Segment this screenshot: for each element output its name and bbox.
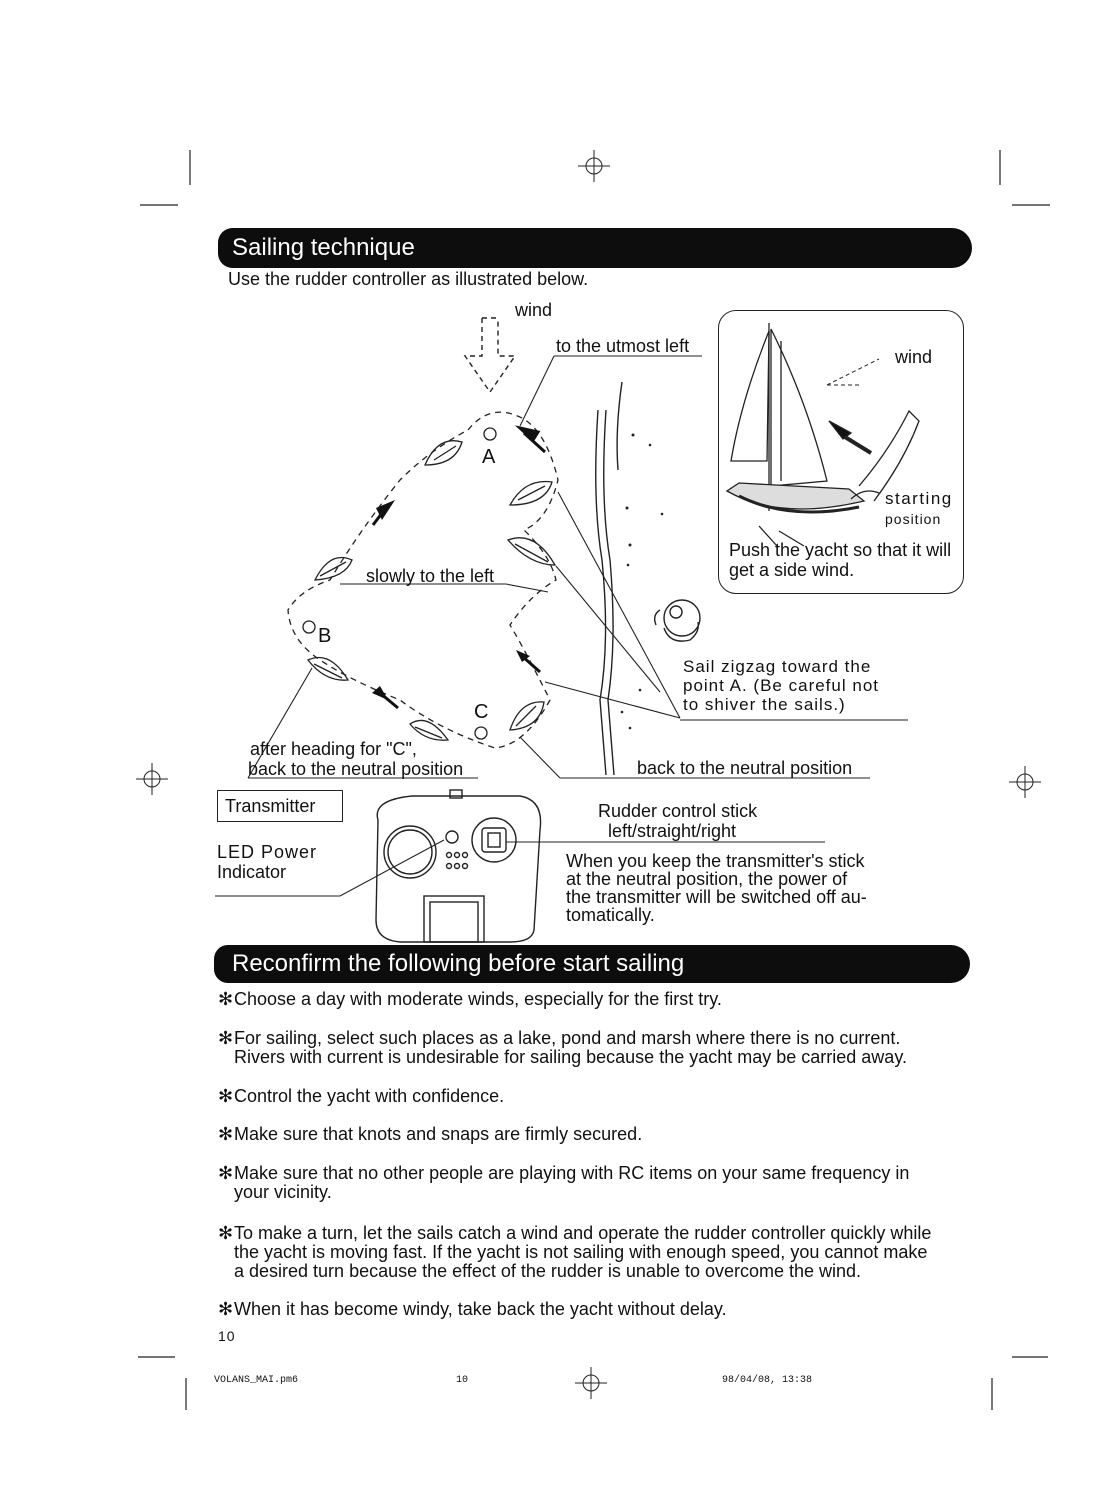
after-heading-label: after heading for "C", [250, 739, 417, 759]
inset-wind-arrow-icon [826, 358, 880, 386]
back-neutral-right-label: back to the neutral position [637, 758, 853, 778]
footer-date: 98/04/08, 13:38 [722, 1375, 813, 1386]
inset-wind-label: wind [895, 347, 933, 367]
point-b-marker [302, 620, 316, 634]
leader-lines [247, 355, 908, 779]
checklist-item: ✻When it has become windy, take back the… [218, 1299, 727, 1319]
course-arrows [371, 425, 547, 710]
yacht-push-illustration [725, 323, 920, 547]
transmitter-title-box: Transmitter [217, 790, 343, 822]
zigzag-line: Sail zigzag toward the [683, 657, 872, 676]
shoreline [595, 381, 623, 776]
led-label: Indicator [217, 862, 287, 882]
zigzag-line: to shiver the sails.) [683, 695, 846, 714]
transmitter-leaders [215, 839, 825, 897]
auto-off-line: the transmitter will be switched off au- [566, 887, 867, 907]
page-number: 10 [218, 1328, 236, 1344]
checklist-item: ✻For sailing, select such places as a la… [218, 1028, 907, 1067]
zigzag-line: point A. (Be careful not [683, 676, 879, 695]
boat-icons [306, 440, 557, 741]
registration-mark-right [1009, 766, 1041, 798]
asterisk-icon: ✻ [218, 1028, 234, 1048]
auto-off-line: When you keep the transmitter's stick [566, 851, 865, 871]
asterisk-icon: ✻ [218, 1124, 234, 1144]
registration-mark-top [578, 150, 610, 182]
auto-off-line: tomatically. [566, 905, 655, 925]
asterisk-icon: ✻ [218, 1163, 234, 1183]
asterisk-icon: ✻ [218, 989, 234, 1009]
inset-starting-label: starting [885, 489, 953, 508]
checklist-item: ✻Make sure that no other people are play… [218, 1163, 910, 1202]
wind-label: wind [515, 300, 553, 320]
zigzag-note: Sail zigzag toward the point A. (Be care… [683, 657, 879, 714]
transmitter-title: Transmitter [225, 796, 316, 816]
checklist-item: ✻To make a turn, let the sails catch a w… [218, 1223, 932, 1281]
rudder-label: Rudder control stick [598, 801, 758, 821]
asterisk-icon: ✻ [218, 1299, 234, 1319]
wind-arrow-icon [463, 317, 517, 394]
registration-mark-left [136, 763, 168, 795]
point-b-label: B [318, 625, 332, 647]
checklist-item: ✻Choose a day with moderate winds, espec… [218, 989, 722, 1009]
auto-off-note: When you keep the transmitter's stick at… [566, 852, 867, 924]
footer-page: 10 [456, 1375, 469, 1386]
point-a-label: A [482, 446, 496, 468]
operator-icon [653, 599, 701, 642]
pebbles [620, 433, 664, 730]
led-label: LED Power [217, 842, 318, 862]
inset-position-label: position [885, 511, 942, 527]
inset-starting-position: wind starting position Push the yacht so… [718, 310, 964, 594]
back-neutral-left-label: back to the neutral position [248, 759, 464, 779]
registration-mark-bottom [575, 1367, 607, 1399]
point-a-marker [483, 427, 497, 441]
section-banner-reconfirm: Reconfirm the following before start sai… [214, 945, 970, 983]
point-c-marker [474, 726, 488, 740]
checklist-item: ✻Make sure that knots and snaps are firm… [218, 1124, 643, 1144]
section-banner-sailing: Sailing technique [218, 228, 972, 268]
intro-text: Use the rudder controller as illustrated… [228, 269, 589, 289]
section-title-reconfirm: Reconfirm the following before start sai… [232, 950, 685, 977]
checklist-item: ✻Control the yacht with confidence. [218, 1086, 505, 1106]
footer-filename: VOLANS_MAI.pm6 [214, 1375, 299, 1386]
inset-push-line: Push the yacht so that it will [729, 540, 952, 560]
slowly-left-label: slowly to the left [366, 566, 495, 586]
section-title-sailing: Sailing technique [232, 234, 415, 261]
inset-push-line: get a side wind. [729, 560, 855, 580]
asterisk-icon: ✻ [218, 1086, 234, 1106]
utmost-left-label: to the utmost left [556, 336, 690, 356]
auto-off-line: at the neutral position, the power of [566, 869, 848, 889]
asterisk-icon: ✻ [218, 1223, 234, 1243]
point-c-label: C [474, 701, 489, 723]
rudder-label: left/straight/right [608, 821, 737, 841]
